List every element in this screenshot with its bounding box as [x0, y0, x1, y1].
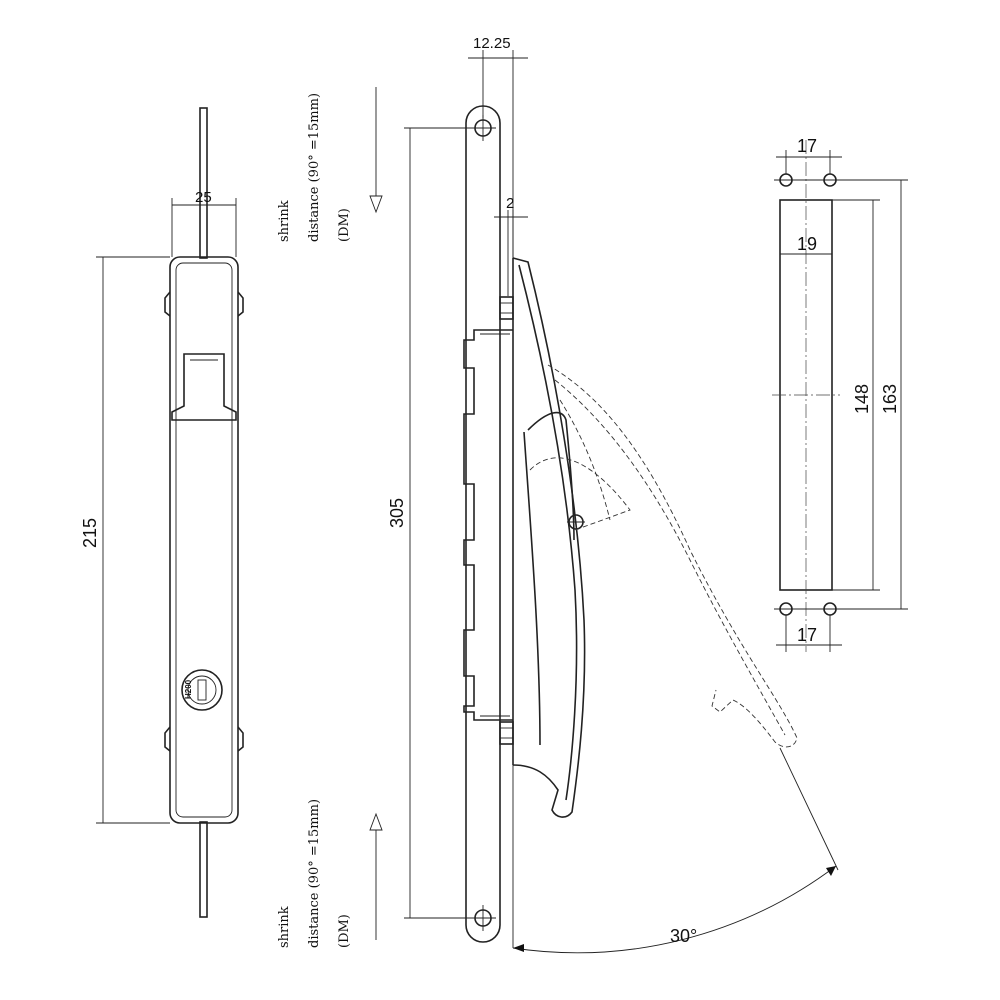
lock-keyway	[197, 679, 207, 701]
front-view: H200 25 215	[80, 107, 244, 918]
latch-body	[463, 329, 513, 721]
handle-slot	[171, 353, 237, 421]
screw-bottom	[499, 721, 514, 745]
handle-open-link	[529, 457, 631, 531]
note-top-line3: (DM)	[337, 208, 352, 242]
note-bottom-line3: (DM)	[337, 914, 352, 948]
side-view: 30° 12.25 2 305	[387, 35, 839, 954]
dim-hole-pitch: 163	[842, 179, 908, 610]
lug-top-right	[237, 291, 244, 317]
lug-top-left	[164, 291, 171, 317]
lock-cylinder: H200	[181, 669, 223, 711]
dim-front-height: 215	[80, 256, 170, 824]
dim-hole-spacing-top: 17	[776, 136, 842, 174]
dim-side-length-label: 305	[387, 498, 407, 528]
dim-plate-width: 12.25	[468, 35, 528, 258]
bottom-rod	[199, 821, 208, 918]
lock-label: H200	[184, 679, 193, 699]
dim-hole-spacing-bottom-label: 17	[797, 625, 817, 645]
lock-inner-ring	[187, 675, 217, 705]
dim-side-length: 305	[387, 127, 472, 919]
handle-closed	[512, 257, 586, 818]
lock-outer-ring	[181, 669, 223, 711]
screw-top	[499, 296, 514, 320]
dim-cutout-height: 148	[832, 199, 880, 591]
dim-offset: 2	[494, 195, 528, 296]
base-plate	[465, 105, 501, 943]
lug-bottom-left	[164, 726, 171, 752]
dim-cutout-width: 19	[780, 234, 832, 255]
dim-cutout-width-label: 19	[797, 234, 817, 254]
dim-hole-spacing-bottom: 17	[776, 615, 842, 652]
dim-cutout-height-label: 148	[852, 384, 872, 414]
dim-front-height-label: 215	[80, 518, 100, 548]
panel-cutout-view: 17 19 17 148 163	[772, 136, 908, 652]
dim-hole-pitch-label: 163	[880, 384, 900, 414]
arrow-up-icon	[369, 812, 383, 940]
handle-body-inner	[175, 262, 233, 818]
dim-angle: 30°	[512, 747, 839, 954]
dim-plate-width-label: 12.25	[473, 35, 511, 52]
dim-hole-spacing-top-label: 17	[797, 136, 817, 156]
handle-closed-inner	[518, 264, 578, 801]
handle-lever-curve	[527, 411, 575, 541]
arrow-down-icon	[369, 87, 383, 214]
note-top-line2: distance (90° =15mm)	[307, 93, 322, 242]
note-top-line1: shrink	[277, 200, 292, 242]
note-bottom-line1: shrink	[277, 906, 292, 948]
note-bottom-line2: distance (90° =15mm)	[307, 799, 322, 948]
handle-open-inner	[554, 379, 786, 736]
dim-front-width-label: 25	[195, 189, 212, 206]
handle-open-web	[559, 399, 611, 521]
dim-offset-label: 2	[506, 195, 514, 212]
note-top: shrink distance (90° =15mm) (DM)	[277, 87, 383, 242]
handle-open-outline	[547, 364, 798, 748]
top-rod	[199, 107, 208, 259]
handle-front-curve	[523, 431, 541, 746]
lug-bottom-right	[237, 726, 244, 752]
dim-front-width: 25	[171, 189, 237, 257]
dim-angle-label: 30°	[670, 926, 697, 946]
note-bottom: shrink distance (90° =15mm) (DM)	[277, 799, 383, 948]
handle-body-outer	[169, 256, 239, 824]
